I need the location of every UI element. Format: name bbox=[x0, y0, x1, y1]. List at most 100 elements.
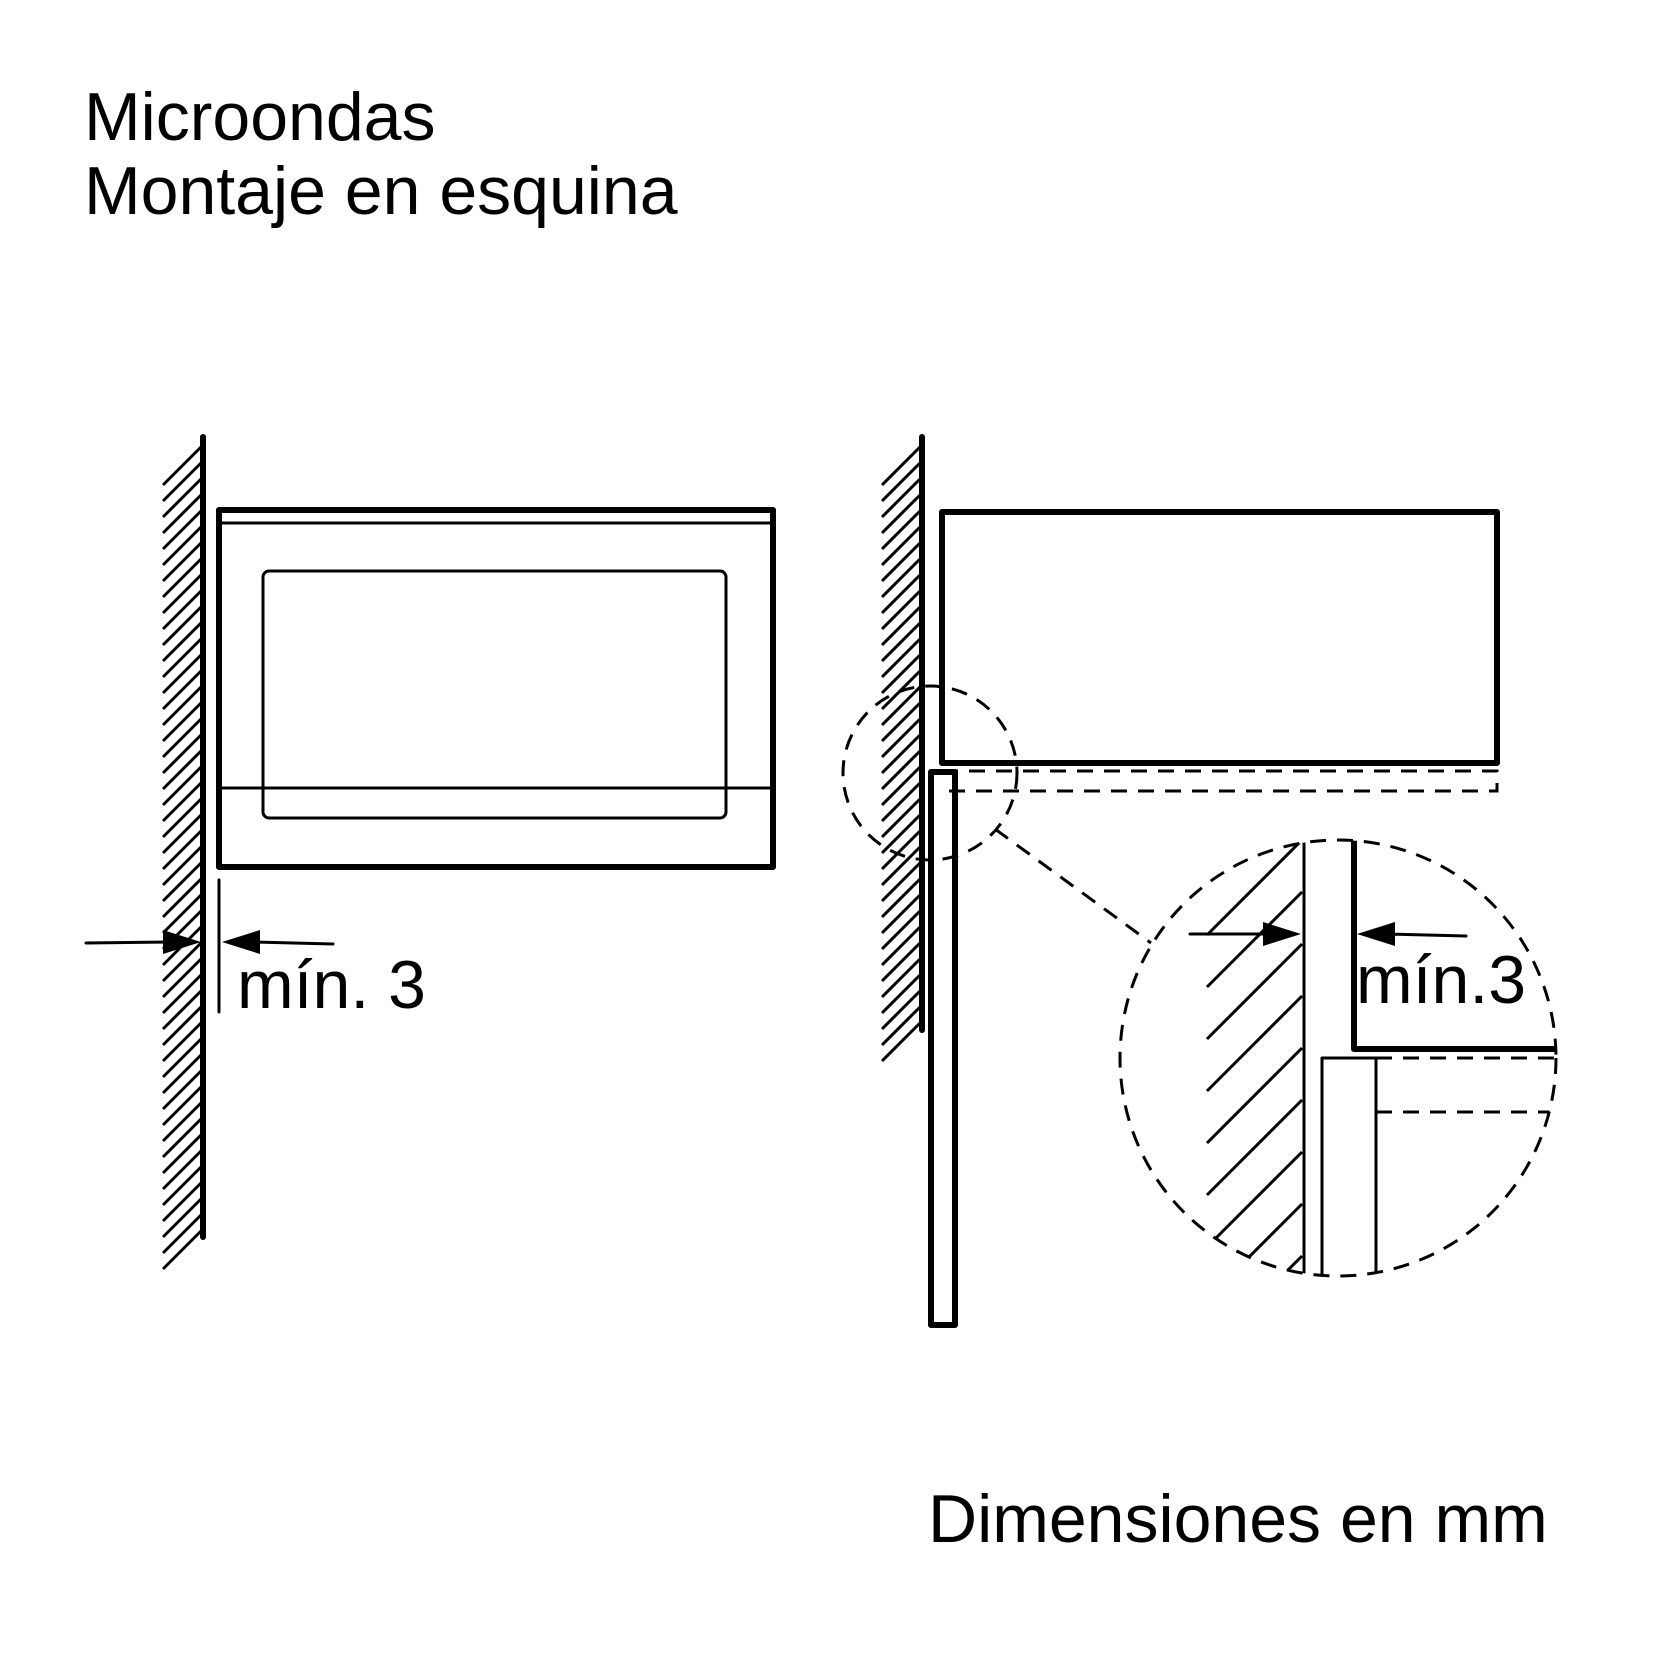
hatch-mark bbox=[880, 493, 922, 535]
hatch-mark bbox=[161, 781, 203, 823]
hatch-mark bbox=[161, 1133, 203, 1175]
hatch-mark bbox=[880, 1005, 922, 1047]
hatch-mark bbox=[161, 749, 203, 791]
hatch-mark bbox=[161, 701, 203, 743]
hatch-mark bbox=[161, 1037, 203, 1079]
hatch-mark bbox=[161, 957, 203, 999]
hatch-mark bbox=[161, 765, 203, 807]
hatch-mark bbox=[161, 669, 203, 711]
hatch-mark bbox=[161, 893, 203, 935]
hatch-mark bbox=[161, 637, 203, 679]
hatch-mark bbox=[161, 1005, 203, 1047]
hatch-mark bbox=[161, 541, 203, 583]
hatch-mark bbox=[161, 605, 203, 647]
detail-door-panel bbox=[1320, 1056, 1378, 1276]
hatch-mark bbox=[161, 685, 203, 727]
detail-arrow-head-right bbox=[1263, 922, 1301, 946]
hatch-mark bbox=[1205, 994, 1304, 1093]
diagram-title-line1: Microondas bbox=[84, 79, 436, 155]
hatch-mark bbox=[880, 861, 922, 903]
hatch-mark bbox=[161, 1053, 203, 1095]
detail-arrow-head-left bbox=[1357, 922, 1395, 946]
hatch-mark bbox=[880, 909, 922, 951]
hatch-mark bbox=[161, 877, 203, 919]
hatch-mark bbox=[161, 1021, 203, 1063]
hatch-mark bbox=[161, 973, 203, 1015]
hatch-mark bbox=[161, 557, 203, 599]
hatch-mark bbox=[161, 1069, 203, 1111]
hatch-mark bbox=[880, 989, 922, 1031]
hatch-mark bbox=[161, 1197, 203, 1239]
hatch-mark bbox=[880, 749, 922, 791]
appliance-opening-dashed bbox=[942, 769, 1499, 793]
units-note: Dimensiones en mm bbox=[928, 1481, 1548, 1557]
hatch-mark bbox=[161, 1085, 203, 1127]
hatch-mark bbox=[161, 1181, 203, 1223]
microwave-door-window bbox=[261, 569, 728, 820]
microwave-front-outline bbox=[216, 507, 776, 870]
hatch-mark bbox=[880, 781, 922, 823]
diagram-title-line2: Montaje en esquina bbox=[84, 153, 678, 229]
hatch-mark bbox=[161, 573, 203, 615]
appliance-body-outline bbox=[939, 509, 1500, 766]
hatch-mark bbox=[880, 1021, 922, 1063]
hatch-mark bbox=[161, 589, 203, 631]
hatch-mark bbox=[880, 733, 922, 775]
left-gap-label: mín. 3 bbox=[237, 947, 426, 1023]
hatch-mark bbox=[161, 621, 203, 663]
hatch-mark bbox=[161, 989, 203, 1031]
hatch-mark bbox=[161, 445, 203, 487]
hatch-mark bbox=[880, 845, 922, 887]
hatch-mark bbox=[1205, 942, 1304, 1041]
left-arrow-head-left bbox=[222, 930, 260, 954]
hatch-mark bbox=[880, 557, 922, 599]
detail-wall-hatch bbox=[1205, 840, 1304, 1276]
hatch-mark bbox=[161, 1117, 203, 1159]
hatch-mark bbox=[880, 541, 922, 583]
hatch-mark bbox=[161, 1149, 203, 1191]
hatch-mark bbox=[1205, 840, 1304, 937]
hatch-mark bbox=[161, 509, 203, 551]
hatch-mark bbox=[161, 1229, 203, 1271]
hatch-mark bbox=[880, 621, 922, 663]
hatch-mark bbox=[1205, 1098, 1304, 1197]
left-arrow-head-right bbox=[163, 930, 201, 954]
left-arrow-shaft-out bbox=[250, 940, 335, 946]
hatch-mark bbox=[161, 1101, 203, 1143]
hatch-mark bbox=[880, 941, 922, 983]
hatch-mark bbox=[161, 813, 203, 855]
hatch-mark bbox=[1205, 1046, 1304, 1145]
hatch-mark bbox=[880, 685, 922, 727]
hatch-mark bbox=[880, 525, 922, 567]
hatch-mark bbox=[880, 637, 922, 679]
left-arrow-shaft-in bbox=[84, 940, 172, 945]
hatch-mark bbox=[161, 829, 203, 871]
hatch-mark bbox=[880, 925, 922, 967]
hatch-mark bbox=[161, 493, 203, 535]
hatch-mark bbox=[161, 525, 203, 567]
detail-arrow-shaft-out bbox=[1383, 932, 1468, 938]
hatch-mark bbox=[880, 877, 922, 919]
hatch-mark bbox=[880, 797, 922, 839]
right-wall-hatch bbox=[880, 445, 922, 1063]
hatch-mark bbox=[161, 845, 203, 887]
left-wall-hatch bbox=[161, 445, 203, 1271]
hatch-mark bbox=[161, 797, 203, 839]
hatch-mark bbox=[161, 941, 203, 983]
hatch-mark bbox=[161, 1165, 203, 1207]
detail-content bbox=[1205, 840, 1556, 1276]
hatch-mark bbox=[880, 573, 922, 615]
hatch-mark bbox=[880, 973, 922, 1015]
detail-circle bbox=[1118, 838, 1558, 1278]
hatch-mark bbox=[161, 717, 203, 759]
hatch-mark bbox=[880, 653, 922, 695]
hatch-mark bbox=[1205, 1202, 1304, 1276]
left-view: mín. 3 bbox=[84, 434, 776, 1271]
hatch-mark bbox=[161, 1213, 203, 1255]
detail-magnified: mín.3 bbox=[1118, 838, 1558, 1278]
hatch-mark bbox=[1205, 1150, 1304, 1249]
hatch-mark bbox=[880, 509, 922, 551]
hatch-mark bbox=[880, 717, 922, 759]
hatch-mark bbox=[880, 477, 922, 519]
